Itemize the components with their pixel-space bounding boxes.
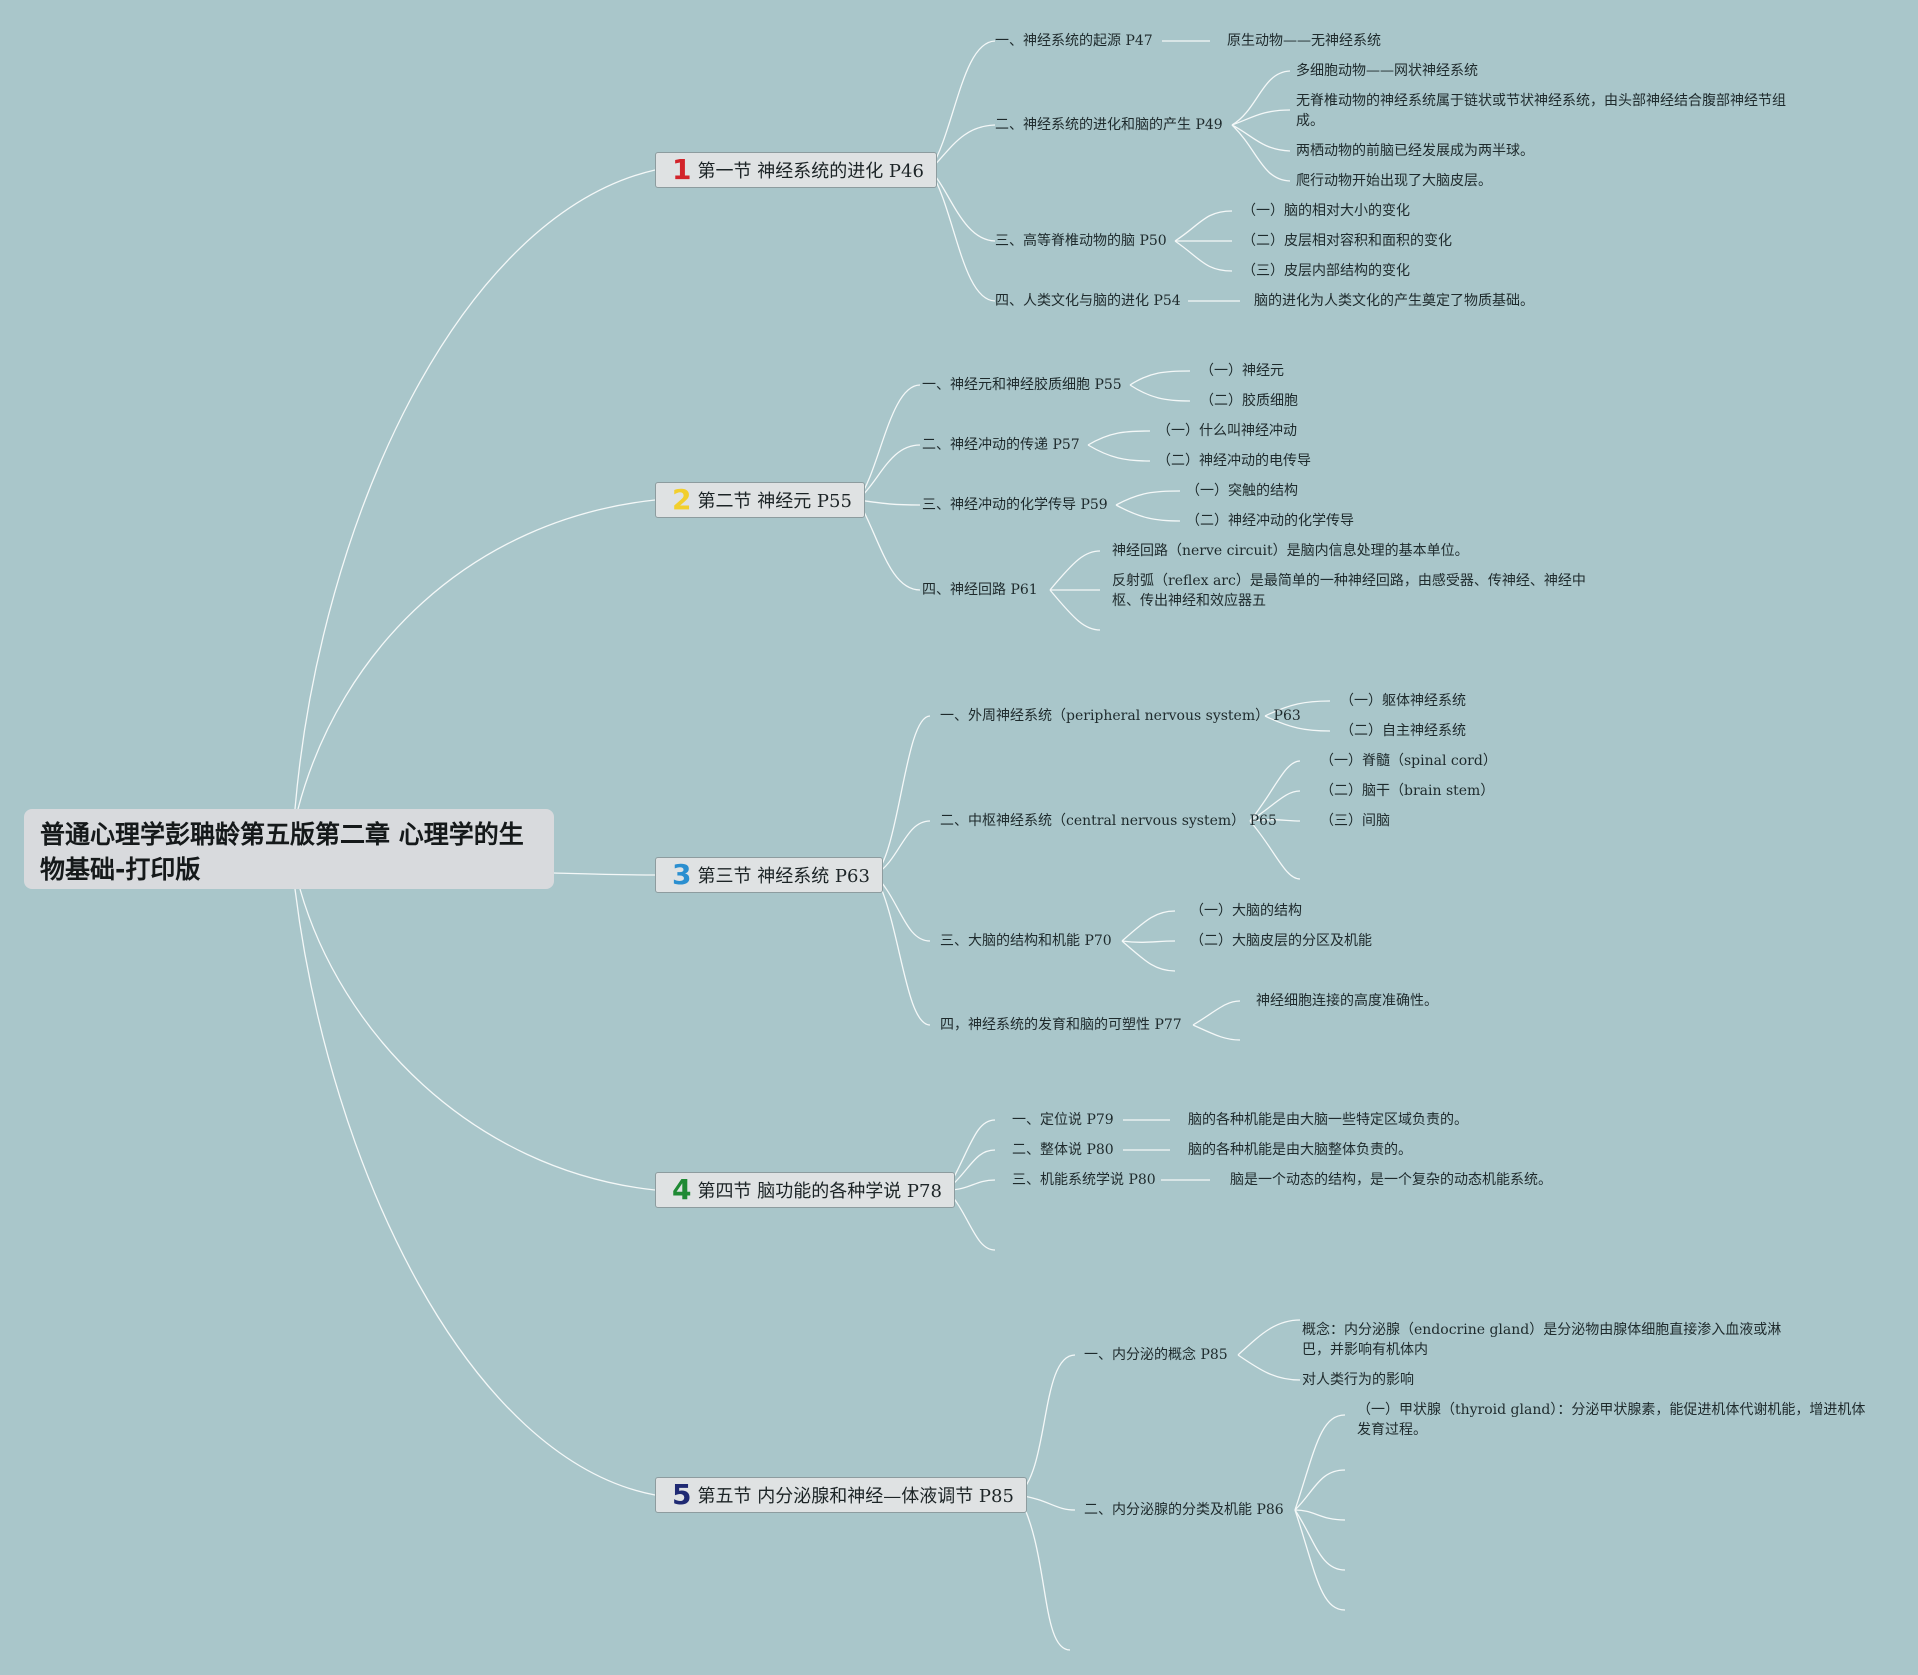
leaf-node[interactable]: 反射弧（reflex arc）是最简单的一种神经回路，由感受器、传神经、神经中枢… — [1112, 573, 1586, 609]
topic-node[interactable]: 二、内分泌腺的分类及机能 P86 — [1084, 1502, 1284, 1518]
leaf-node[interactable]: 神经细胞连接的高度准确性。 — [1256, 993, 1438, 1009]
leaf-node[interactable]: （一）脑的相对大小的变化 — [1242, 203, 1410, 219]
leaf-node[interactable]: （一）脊髓（spinal cord） — [1320, 753, 1497, 769]
section-title: 第五节 内分泌腺和神经—体液调节 P85 — [697, 1486, 1014, 1507]
leaf-node[interactable]: 对人类行为的影响 — [1302, 1372, 1414, 1388]
section-title: 第四节 脑功能的各种学说 P78 — [697, 1181, 942, 1202]
section-2-node[interactable]: 2 第二节 神经元 P55 — [655, 482, 865, 518]
topic-node[interactable]: 三、高等脊椎动物的脑 P50 — [995, 233, 1167, 249]
section-1-node[interactable]: 1 第一节 神经系统的进化 P46 — [655, 152, 937, 188]
topic-node[interactable]: 一、外周神经系统（peripheral nervous system） P63 — [940, 708, 1301, 724]
topic-node[interactable]: 一、内分泌的概念 P85 — [1084, 1347, 1228, 1363]
leaf-node[interactable]: （一）什么叫神经冲动 — [1157, 423, 1297, 439]
section-title: 第三节 神经系统 P63 — [697, 866, 870, 887]
leaf-node[interactable]: （二）皮层相对容积和面积的变化 — [1242, 233, 1452, 249]
topic-node[interactable]: 二、整体说 P80 — [1012, 1142, 1114, 1158]
leaf-node[interactable]: （一）突触的结构 — [1186, 483, 1298, 499]
leaf-node[interactable]: （二）脑干（brain stem） — [1320, 783, 1495, 799]
leaf-node[interactable]: 概念：内分泌腺（endocrine gland）是分泌物由腺体细胞直接渗入血液或… — [1302, 1322, 1782, 1358]
section-5-node[interactable]: 5 第五节 内分泌腺和神经—体液调节 P85 — [655, 1477, 1027, 1513]
topic-node[interactable]: 三、大脑的结构和机能 P70 — [940, 933, 1112, 949]
topic-node[interactable]: 二、神经冲动的传递 P57 — [922, 437, 1080, 453]
leaf-node[interactable]: （三）皮层内部结构的变化 — [1242, 263, 1410, 279]
topic-node[interactable]: 一、定位说 P79 — [1012, 1112, 1114, 1128]
leaf-node[interactable]: 脑是一个动态的结构，是一个复杂的动态机能系统。 — [1230, 1172, 1552, 1188]
leaf-node[interactable]: （一）躯体神经系统 — [1340, 693, 1466, 709]
section-number-5: 5 — [672, 1478, 692, 1511]
leaf-node[interactable]: 两栖动物的前脑已经发展成为两半球。 — [1296, 143, 1534, 159]
leaf-node[interactable]: 脑的各种机能是由大脑整体负责的。 — [1188, 1142, 1412, 1158]
leaf-node[interactable]: （二）胶质细胞 — [1200, 393, 1298, 409]
root-title: 普通心理学彭聃龄第五版第二章 心理学的生物基础-打印版 — [40, 820, 524, 884]
topic-node[interactable]: 四、人类文化与脑的进化 P54 — [995, 293, 1181, 309]
leaf-node[interactable]: （二）神经冲动的电传导 — [1157, 453, 1311, 469]
topic-node[interactable]: 二、神经系统的进化和脑的产生 P49 — [995, 117, 1223, 133]
topic-node[interactable]: 四、神经回路 P61 — [922, 582, 1038, 598]
leaf-node[interactable]: 多细胞动物——网状神经系统 — [1296, 63, 1478, 79]
leaf-node[interactable]: 爬行动物开始出现了大脑皮层。 — [1296, 173, 1492, 189]
leaf-node[interactable]: （一）神经元 — [1200, 363, 1284, 379]
topic-node[interactable]: 一、神经元和神经胶质细胞 P55 — [922, 377, 1122, 393]
leaf-node[interactable]: 无脊椎动物的神经系统属于链状或节状神经系统，由头部神经结合腹部神经节组成。 — [1296, 93, 1786, 129]
topic-node[interactable]: 二、中枢神经系统（central nervous system） P65 — [940, 813, 1277, 829]
section-4-node[interactable]: 4 第四节 脑功能的各种学说 P78 — [655, 1172, 955, 1208]
leaf-node[interactable]: （一）甲状腺（thyroid gland）：分泌甲状腺素，能促进机体代谢机能，增… — [1357, 1402, 1866, 1438]
section-number-2: 2 — [672, 483, 692, 516]
topic-node[interactable]: 三、神经冲动的化学传导 P59 — [922, 497, 1108, 513]
section-title: 第一节 神经系统的进化 P46 — [697, 161, 924, 182]
leaf-node[interactable]: （三）间脑 — [1320, 813, 1390, 829]
topic-node[interactable]: 一、神经系统的起源 P47 — [995, 33, 1153, 49]
leaf-node[interactable]: 脑的进化为人类文化的产生奠定了物质基础。 — [1254, 293, 1534, 309]
leaf-node[interactable]: 神经回路（nerve circuit）是脑内信息处理的基本单位。 — [1112, 543, 1469, 559]
topic-node[interactable]: 三、机能系统学说 P80 — [1012, 1172, 1156, 1188]
section-title: 第二节 神经元 P55 — [697, 491, 852, 512]
leaf-node[interactable]: （一）大脑的结构 — [1190, 903, 1302, 919]
section-number-3: 3 — [672, 858, 692, 891]
section-number-1: 1 — [672, 153, 692, 186]
leaf-node[interactable]: （二）神经冲动的化学传导 — [1186, 513, 1354, 529]
root-node[interactable]: 普通心理学彭聃龄第五版第二章 心理学的生物基础-打印版 — [24, 809, 554, 889]
section-3-node[interactable]: 3 第三节 神经系统 P63 — [655, 857, 883, 893]
leaf-node[interactable]: （二）大脑皮层的分区及机能 — [1190, 933, 1372, 949]
leaf-node[interactable]: （二）自主神经系统 — [1340, 723, 1466, 739]
topic-node[interactable]: 四，神经系统的发育和脑的可塑性 P77 — [940, 1017, 1182, 1033]
leaf-node[interactable]: 脑的各种机能是由大脑一些特定区域负责的。 — [1188, 1112, 1468, 1128]
leaf-node[interactable]: 原生动物——无神经系统 — [1227, 33, 1381, 49]
section-number-4: 4 — [672, 1173, 692, 1206]
